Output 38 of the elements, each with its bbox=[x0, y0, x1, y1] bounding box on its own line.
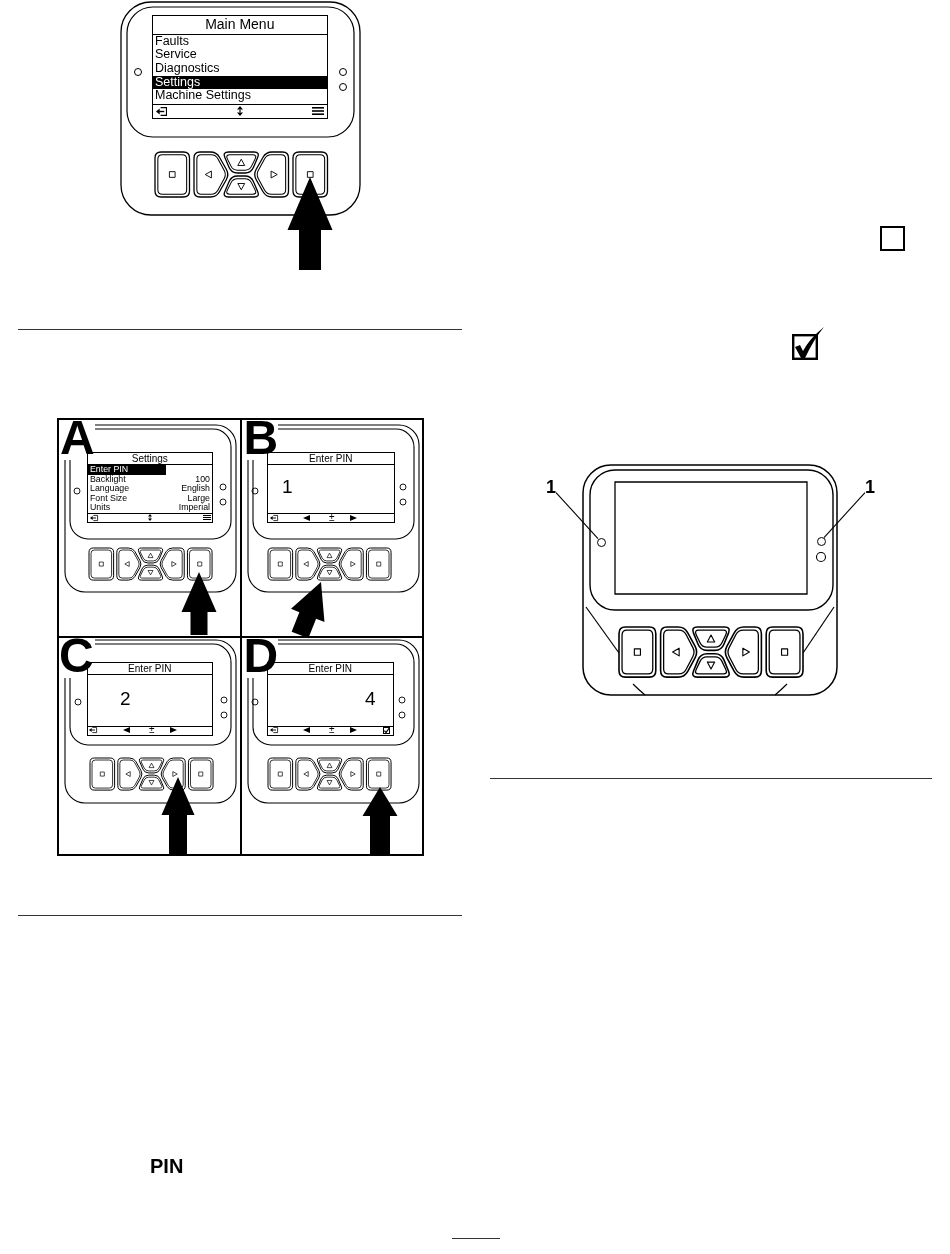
setting-value: 100 bbox=[195, 474, 210, 484]
screen-title: Settings bbox=[131, 453, 168, 464]
selected-menu-item: Settings bbox=[153, 75, 327, 90]
setting-name: Units bbox=[90, 503, 111, 513]
setting-value: Imperial bbox=[178, 503, 210, 513]
step-letter: B bbox=[243, 420, 279, 456]
pin-digit: 2 bbox=[120, 689, 131, 709]
step-letter: A bbox=[60, 420, 95, 456]
plus-minus-sign: ± bbox=[329, 513, 335, 522]
pin-digit: 4 bbox=[365, 689, 376, 709]
pin-digit: 1 bbox=[282, 477, 293, 497]
screen-title: Enter PIN bbox=[128, 663, 172, 674]
step-panel bbox=[240, 418, 424, 638]
step-panel bbox=[57, 636, 242, 856]
selected-menu-item: Enter PIN bbox=[88, 465, 166, 475]
setting-value: English bbox=[181, 484, 210, 494]
display-screen bbox=[267, 452, 395, 523]
screen-title: Main Menu bbox=[205, 16, 275, 34]
callout-number: 1 bbox=[546, 478, 556, 496]
step-letter: C bbox=[59, 638, 94, 674]
leader-line bbox=[555, 491, 599, 540]
bold-word: PIN bbox=[150, 1155, 184, 1176]
setting-name: Language bbox=[90, 484, 130, 494]
setting-name: Font Size bbox=[90, 493, 128, 503]
callout-number: 1 bbox=[865, 478, 875, 496]
screen-title: Enter PIN bbox=[308, 663, 352, 674]
setting-value: Large bbox=[187, 493, 210, 504]
menu-item: Machine Settings bbox=[155, 89, 251, 103]
menu-item: Diagnostics bbox=[155, 61, 220, 76]
setting-name: Backlight bbox=[90, 474, 126, 485]
step-letter: D bbox=[243, 638, 279, 674]
display-screen bbox=[87, 452, 213, 523]
screen-title: Enter PIN bbox=[309, 453, 353, 464]
step-panel bbox=[57, 418, 242, 638]
menu-item: Faults bbox=[155, 34, 190, 49]
menu-item: Service bbox=[155, 48, 197, 62]
step-panel bbox=[240, 636, 424, 856]
display-screen bbox=[152, 15, 328, 119]
